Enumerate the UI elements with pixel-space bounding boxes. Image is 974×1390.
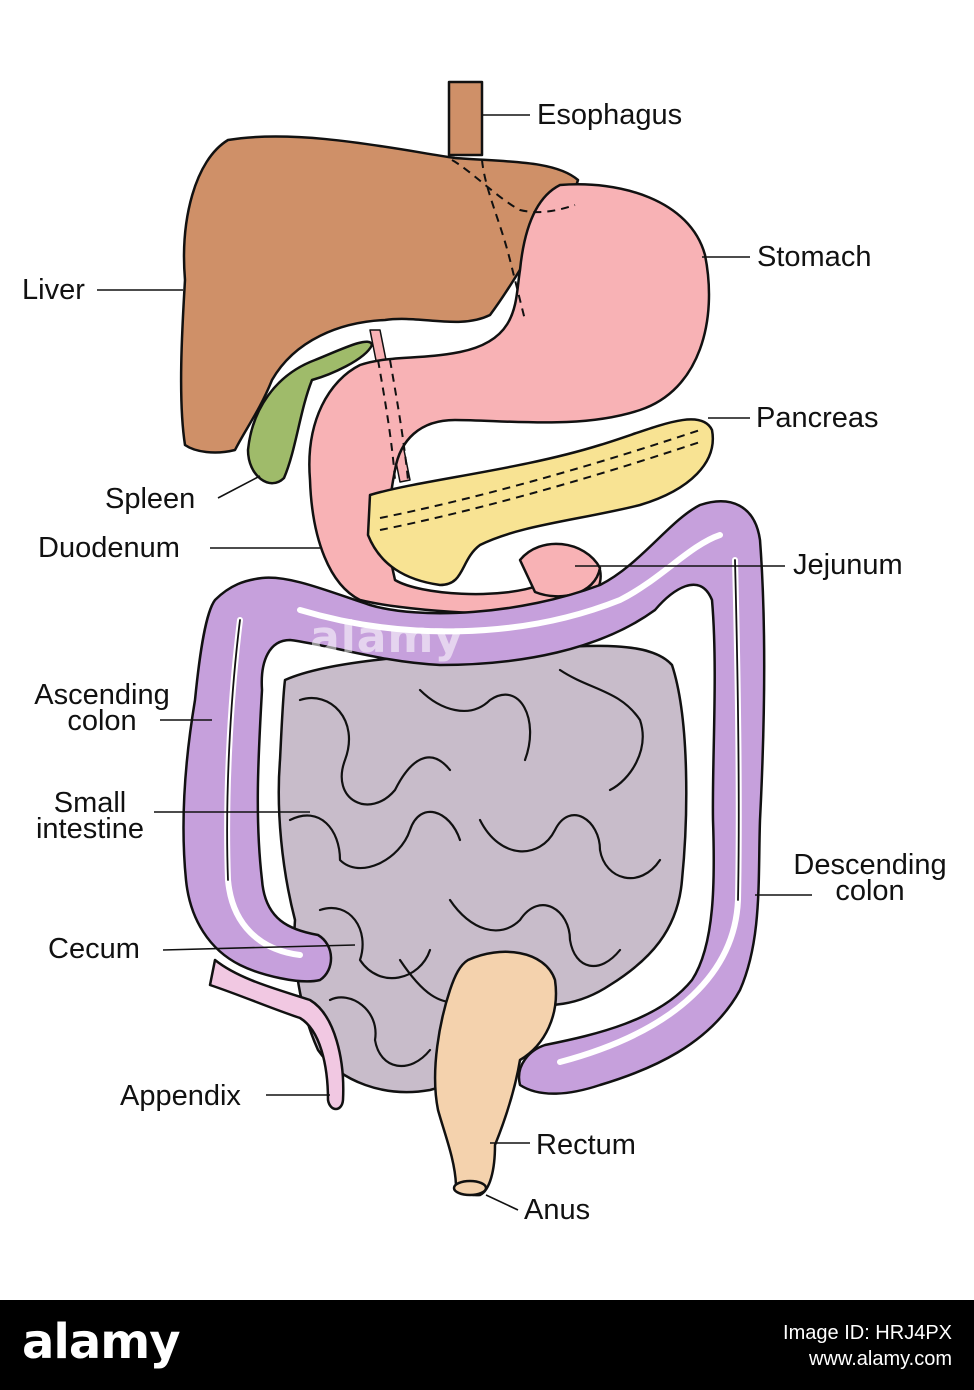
anatomy-illustration — [97, 80, 812, 1211]
stock-footer-bar: alamy Image ID: HRJ4PX www.alamy.com — [0, 1300, 974, 1390]
label-small-intestine-line2: intestine — [35, 813, 144, 845]
small-intestine-folds — [288, 668, 662, 1068]
jejunum-shape — [518, 542, 602, 598]
colon-shape — [182, 500, 766, 1095]
label-descending-colon-line2: colon — [835, 875, 905, 907]
esophagus-shape — [447, 80, 484, 157]
image-id: Image ID: HRJ4PX — [783, 1322, 952, 1344]
label-ascending-colon-line1: Ascending — [34, 679, 170, 711]
label-small-intestine: Small intestine — [22, 787, 158, 845]
label-jejunum: Jejunum — [793, 549, 903, 581]
leader-cecum — [162, 944, 356, 951]
label-anus: Anus — [524, 1194, 591, 1226]
label-esophagus: Esophagus — [537, 99, 683, 131]
digestive-system-diagram: alamy Esophagus Stomach Liver Pancreas S… — [22, 80, 960, 1226]
label-liver: Liver — [22, 274, 85, 306]
pancreas-shape — [366, 418, 715, 587]
watermark-text: alamy — [310, 612, 464, 663]
label-descending-colon: Descending colon — [780, 849, 960, 907]
rectum-shape — [433, 950, 558, 1197]
label-stomach: Stomach — [757, 241, 872, 273]
label-ascending-colon-line2: colon — [67, 705, 137, 737]
label-spleen: Spleen — [105, 483, 196, 515]
label-cecum: Cecum — [48, 933, 140, 965]
dashed-ducts — [377, 159, 701, 531]
label-descending-colon-line1: Descending — [793, 849, 947, 881]
leader-anus — [485, 1194, 519, 1211]
anus-shape — [452, 1179, 488, 1197]
image-reference: Image ID: HRJ4PX www.alamy.com — [783, 1320, 952, 1372]
label-ascending-colon: Ascending colon — [22, 679, 182, 737]
label-pancreas: Pancreas — [756, 402, 879, 434]
colon-segments — [226, 559, 740, 901]
leader-spleen — [217, 475, 261, 499]
appendix-shape — [208, 958, 345, 1111]
liver-shape — [179, 135, 580, 454]
leader-lines — [97, 114, 812, 1211]
brand-logo: alamy — [22, 1314, 181, 1370]
label-rectum: Rectum — [536, 1129, 636, 1161]
site-url: www.alamy.com — [809, 1348, 952, 1370]
label-small-intestine-line1: Small — [53, 787, 127, 819]
label-appendix: Appendix — [120, 1080, 241, 1112]
label-duodenum: Duodenum — [38, 532, 180, 564]
spleen-shape — [246, 340, 374, 485]
